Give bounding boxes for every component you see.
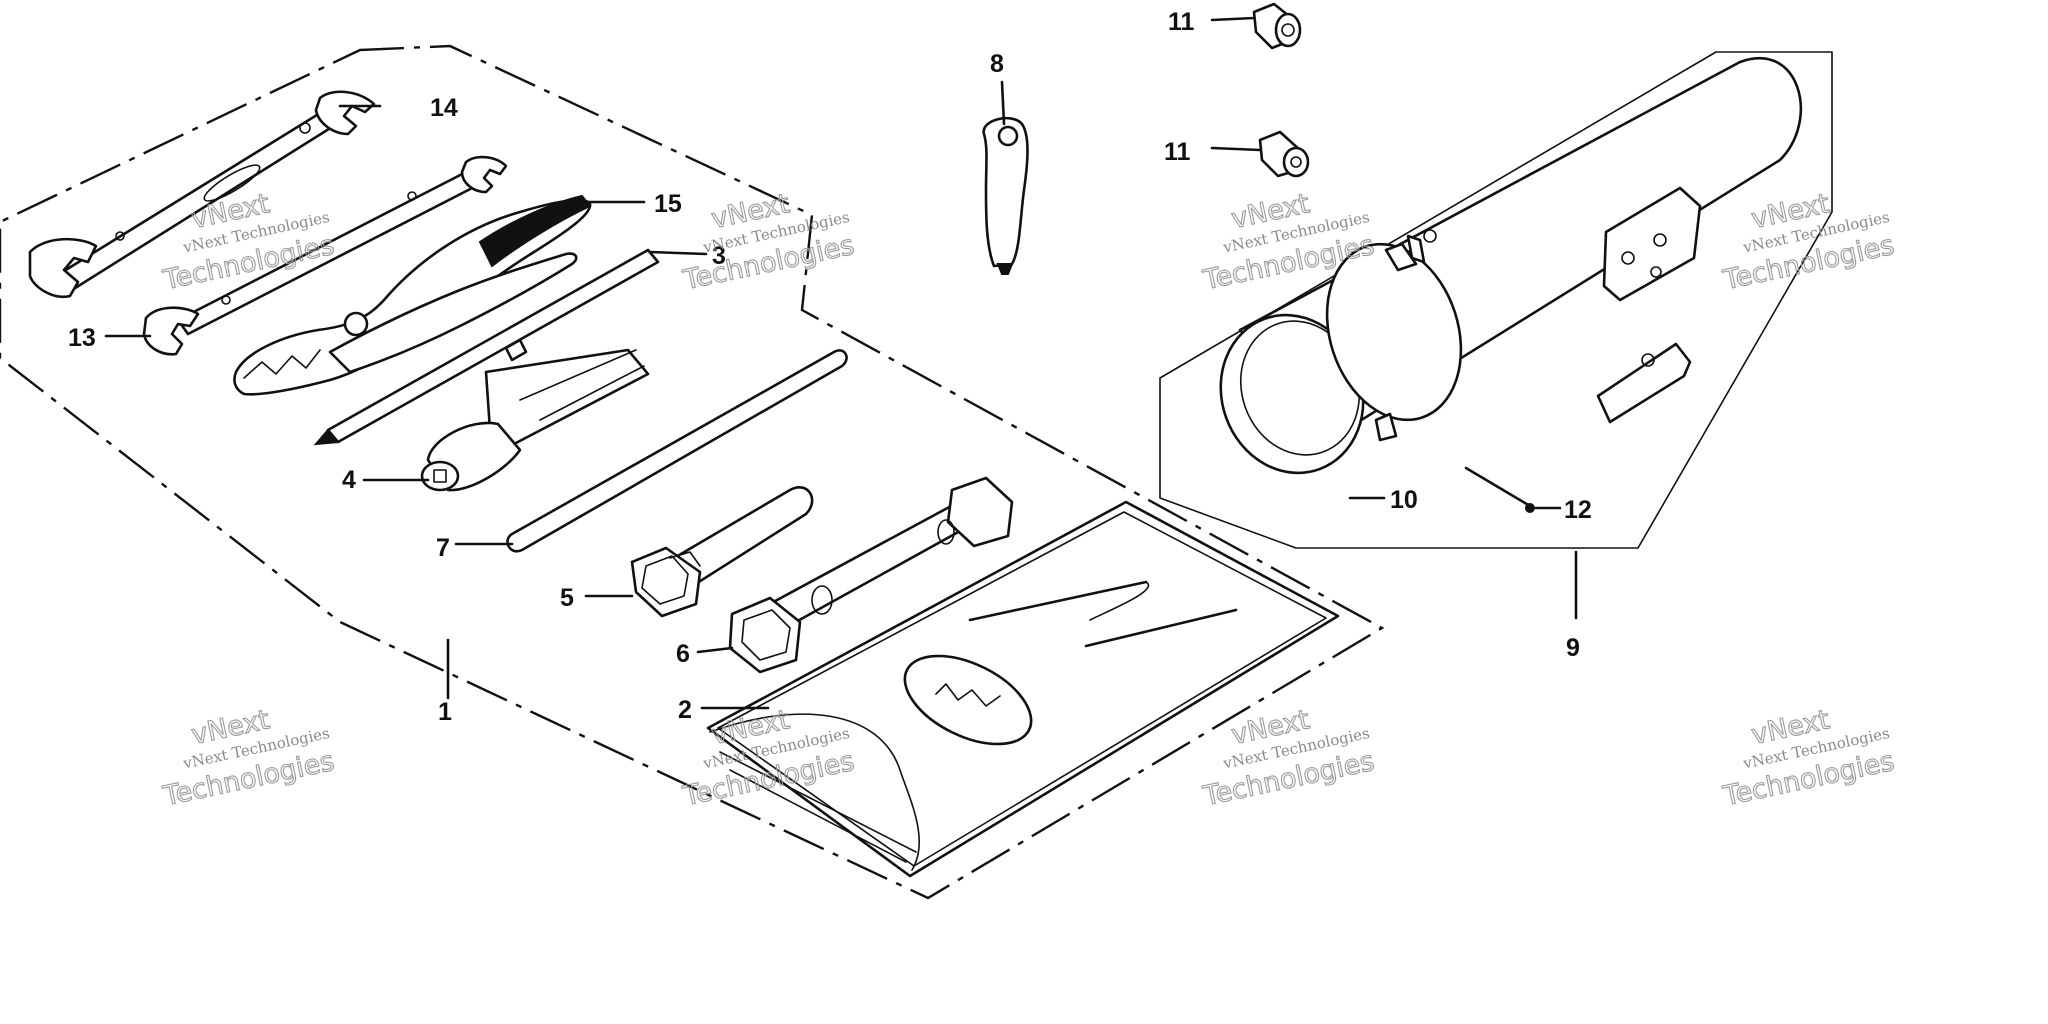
- callout-3: 3: [712, 242, 726, 270]
- tool-case-cylinder: [1219, 57, 1803, 475]
- socket: [630, 486, 814, 618]
- callout-13: 13: [68, 324, 96, 352]
- watermark-4: vNext vNext Technologies Technologies: [1719, 188, 1897, 297]
- spark-plug-wrench: [420, 348, 650, 492]
- handle-bar: [506, 349, 848, 553]
- screwdriver: [313, 248, 660, 446]
- tool-pouch: [706, 500, 1340, 878]
- callout-10: 10: [1390, 486, 1418, 514]
- bolt-upper: [1252, 2, 1302, 50]
- case-pin: [1464, 466, 1535, 513]
- leader-lines: [104, 16, 1578, 710]
- screwdriver-grip: [982, 116, 1029, 275]
- watermark-8: vNext vNext Technologies Technologies: [1719, 704, 1897, 813]
- bolt-lower: [1258, 130, 1310, 178]
- callout-11-upper: 11: [1168, 8, 1195, 36]
- watermark-2: vNext vNext Technologies Technologies: [679, 188, 857, 297]
- callout-9: 9: [1566, 634, 1580, 662]
- callout-2: 2: [678, 696, 692, 724]
- callouts: 1 2 3 4 5 6 7 8 9 10 11 11 12 13 14 15: [68, 8, 1592, 726]
- callout-12: 12: [1564, 496, 1592, 524]
- case-assembly-outline: [1159, 51, 1833, 549]
- watermark-1: vNext vNext Technologies Technologies: [159, 188, 337, 297]
- callout-8: 8: [990, 50, 1004, 78]
- callout-7: 7: [436, 534, 450, 562]
- callout-14: 14: [430, 94, 458, 122]
- callout-1: 1: [438, 698, 452, 726]
- callout-5: 5: [560, 584, 574, 612]
- callout-4: 4: [342, 466, 356, 494]
- tool-kit-outline: [0, 44, 1385, 900]
- box-wrench: [728, 476, 1014, 674]
- pliers: [233, 194, 592, 396]
- open-end-wrench-large: [28, 90, 376, 299]
- callout-11-lower: 11: [1164, 138, 1191, 166]
- callout-6: 6: [676, 640, 690, 668]
- open-end-wrench-small: [142, 155, 508, 356]
- watermark-5: vNext vNext Technologies Technologies: [159, 704, 337, 813]
- callout-15: 15: [654, 190, 682, 218]
- watermark-7: vNext vNext Technologies Technologies: [1199, 704, 1377, 813]
